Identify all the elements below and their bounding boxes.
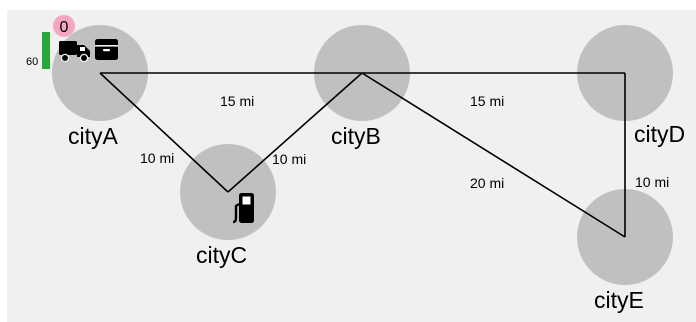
city-label-cityB: cityB [331,123,381,149]
city-labels: cityA cityB cityC cityD cityE [68,121,685,313]
truck-icon [59,41,90,63]
city-label-cityD: cityD [634,121,685,147]
city-label-cityA: cityA [68,123,119,149]
delivery-count-text: 0 [60,19,69,36]
road-cityB-cityE[interactable] [361,72,626,238]
road-labels: 15 mi 10 mi 10 mi 15 mi 20 mi 10 mi [140,93,669,191]
game-board: 15 mi 10 mi 10 mi 15 mi 20 mi 10 mi city… [7,10,696,322]
map-canvas: 15 mi 10 mi 10 mi 15 mi 20 mi 10 mi city… [26,15,685,313]
city-label-cityE: cityE [594,287,644,313]
delivery-count-badge [53,15,75,37]
road-label-cityB-cityD: 15 mi [470,93,504,109]
truck-token[interactable]: 60 0 [26,15,118,69]
road-label-cityA-cityC: 10 mi [140,150,174,166]
gas-pump-icon [232,193,254,224]
road-label-cityD-cityE: 10 mi [635,174,669,190]
road-cityC-cityB[interactable] [227,72,363,193]
fuel-gauge-label: 60 [26,56,38,68]
roads [99,72,626,238]
road-label-cityC-cityB: 10 mi [272,151,306,167]
package-icon [95,39,118,60]
city-label-cityC: cityC [196,242,247,268]
fuel-gauge-bar [42,32,50,69]
road-label-cityB-cityE: 20 mi [470,175,504,191]
road-cityA-cityC[interactable] [99,72,229,193]
road-label-cityA-cityB: 15 mi [220,93,254,109]
